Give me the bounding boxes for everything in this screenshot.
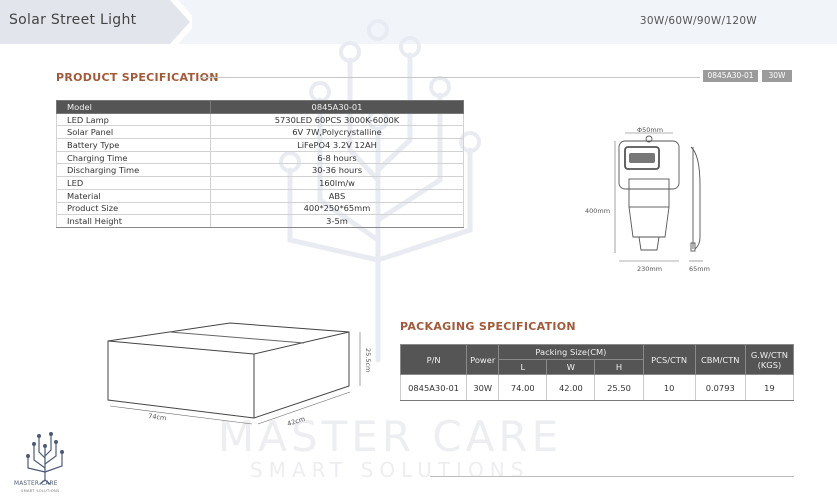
cell-w: 42.00 bbox=[546, 374, 596, 401]
spec-key: Battery Type bbox=[56, 138, 211, 152]
spec-row: Install Height 3-5m bbox=[56, 214, 464, 228]
logo-name: MASTER CARE bbox=[14, 481, 58, 487]
master-care-logo bbox=[26, 432, 64, 485]
spec-value: 6V 7W,Polycrystalline bbox=[210, 125, 464, 140]
watermark-tagline: SMART SOLUTIONS bbox=[250, 458, 530, 482]
spec-row: LED Lamp 5730LED 60PCS 3000K-6000K bbox=[56, 112, 464, 127]
spec-key: Charging Time bbox=[56, 150, 211, 165]
spec-row: Product Size 400*250*65mm bbox=[56, 201, 464, 216]
product-spec-title: PRODUCT SPECIFICATION bbox=[56, 71, 219, 84]
page-title: Solar Street Light bbox=[9, 12, 137, 28]
spec-value: LiFePO4 3.2V 12AH bbox=[210, 138, 464, 152]
cell-pn: 0845A30-01 bbox=[399, 374, 468, 401]
spec-value: 5730LED 60PCS 3000K-6000K bbox=[210, 112, 464, 127]
spec-value: 6-8 hours bbox=[210, 150, 464, 165]
product-dimension-drawing: Φ50mm 400mm 230mm 65mm bbox=[585, 126, 710, 273]
header-tab-shape bbox=[0, 0, 192, 44]
col-packing-size: Packing Size(CM) bbox=[498, 344, 644, 360]
spec-key: Discharging Time bbox=[56, 163, 211, 178]
packaging-subheader-row: L W H bbox=[401, 359, 794, 375]
spec-value: 400*250*65mm bbox=[210, 201, 464, 216]
cell-pcs: 10 bbox=[642, 374, 696, 401]
col-l: L bbox=[498, 359, 548, 375]
logo-tagline: SMART SOLUTIONS bbox=[21, 489, 60, 493]
spec-value: 30-36 hours bbox=[210, 163, 464, 178]
dim-depth: 65mm bbox=[689, 265, 710, 273]
spec-value: 3-5m bbox=[210, 214, 464, 228]
col-cbm: CBM/CTN bbox=[694, 344, 746, 375]
spec-row: Material ABS bbox=[56, 188, 464, 203]
dim-height: 400mm bbox=[585, 207, 610, 215]
packing-box-drawing: 74cm 42cm 25.5cm bbox=[107, 322, 372, 428]
section-divider bbox=[200, 77, 700, 78]
col-pn: P/N bbox=[399, 344, 468, 375]
packaging-row: 0845A30-01 30W 74.00 42.00 25.50 10 0.07… bbox=[399, 374, 795, 401]
spec-key: Model bbox=[56, 100, 211, 114]
spec-value: 160lm/w bbox=[210, 176, 464, 190]
col-gw: G.W/CTN (KGS) bbox=[744, 344, 795, 375]
box-width: 42cm bbox=[286, 415, 306, 428]
spec-value: 0845A30-01 bbox=[210, 100, 464, 114]
spec-table: Model 0845A30-01 LED Lamp 5730LED 60PCS … bbox=[56, 100, 464, 228]
watermark-brand: MASTER CARE bbox=[218, 412, 563, 461]
spec-key: Material bbox=[56, 188, 211, 203]
cell-gw: 19 bbox=[744, 374, 795, 401]
box-height: 25.5cm bbox=[364, 348, 372, 372]
power-badge: 30W bbox=[762, 70, 792, 82]
dim-width: 230mm bbox=[637, 265, 662, 273]
col-w: W bbox=[546, 359, 596, 375]
col-h: H bbox=[594, 359, 644, 375]
box-length: 74cm bbox=[148, 412, 167, 422]
power-options: 30W/60W/90W/120W bbox=[639, 15, 757, 27]
spec-value: ABS bbox=[210, 188, 464, 203]
cell-cbm: 0.0793 bbox=[694, 374, 746, 401]
spec-row: Charging Time 6-8 hours bbox=[56, 150, 464, 165]
model-badge: 0845A30-01 bbox=[703, 70, 758, 82]
spec-key: Install Height bbox=[56, 214, 211, 228]
cell-h: 25.50 bbox=[594, 374, 644, 401]
spec-key: LED Lamp bbox=[56, 112, 211, 127]
col-pcs: PCS/CTN bbox=[642, 344, 696, 375]
cell-power: 30W bbox=[466, 374, 500, 401]
spec-row: Battery Type LiFePO4 3.2V 12AH bbox=[56, 138, 464, 152]
packaging-spec-title: PACKAGING SPECIFICATION bbox=[400, 320, 576, 333]
spec-key: Solar Panel bbox=[56, 125, 211, 140]
spec-row: Solar Panel 6V 7W,Polycrystalline bbox=[56, 125, 464, 140]
packaging-header-row: P/N Power Packing Size(CM) PCS/CTN CBM/C… bbox=[399, 344, 795, 375]
col-power: Power bbox=[466, 344, 500, 375]
cell-l: 74.00 bbox=[498, 374, 548, 401]
packaging-table: P/N Power Packing Size(CM) PCS/CTN CBM/C… bbox=[399, 344, 795, 401]
spec-row: LED 160lm/w bbox=[56, 176, 464, 190]
spec-row: Model 0845A30-01 bbox=[56, 100, 464, 114]
spec-key: Product Size bbox=[56, 201, 211, 216]
footer-divider bbox=[430, 476, 794, 477]
spec-key: LED bbox=[56, 176, 211, 190]
spec-row: Discharging Time 30-36 hours bbox=[56, 163, 464, 178]
dim-diameter: Φ50mm bbox=[637, 126, 663, 134]
